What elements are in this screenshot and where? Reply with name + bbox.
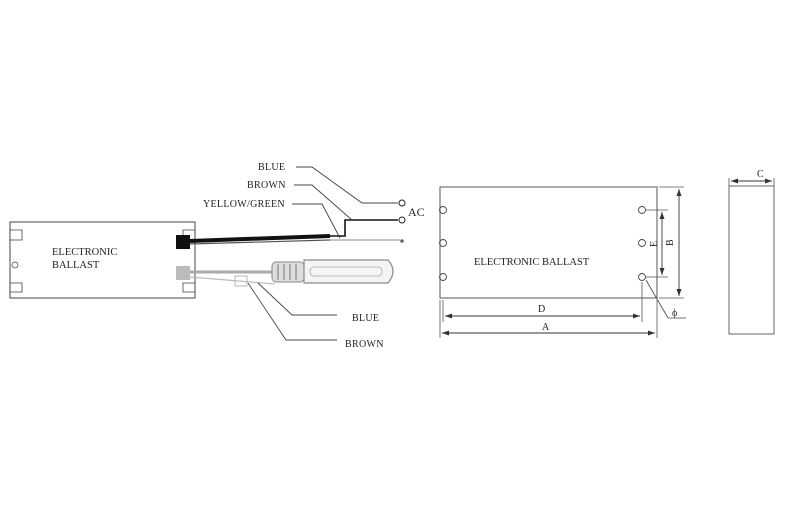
front-hole-right-top <box>638 206 646 214</box>
wire-to-ac-terminal <box>330 219 398 237</box>
ac-terminal-2 <box>398 216 406 224</box>
leader-lamp-blue <box>257 282 337 316</box>
front-hole-right-bottom <box>638 273 646 281</box>
front-view-ballast-label: ELECTRONIC BALLAST <box>474 257 590 268</box>
dim-label-D: D <box>538 304 545 315</box>
front-hole-right-mid <box>638 239 646 247</box>
front-hole-left-bottom <box>439 273 447 281</box>
front-hole-left-mid <box>439 239 447 247</box>
black-cable <box>189 234 331 243</box>
lamp-wire-label-blue: BLUE <box>352 313 379 324</box>
lamp-base <box>271 261 305 283</box>
front-view-outline <box>439 186 658 299</box>
ac-terminals: AC <box>398 199 425 243</box>
leader-lamp-brown <box>247 282 337 341</box>
wire-label-yellow-green: YELLOW/GREEN <box>203 199 285 210</box>
input-wire-grommet <box>176 235 190 249</box>
lamp <box>271 259 394 284</box>
front-hole-left-top <box>439 206 447 214</box>
leader-blue <box>296 166 398 204</box>
ballast-body: ELECTRONIC BALLAST <box>9 221 196 299</box>
mounting-hole-left <box>11 261 19 269</box>
dim-label-B: B <box>665 239 676 246</box>
wiring-diagram: ELECTRONIC BALLAST AC BLUE BROWN YELLOW/… <box>9 162 425 350</box>
wire-label-brown: BROWN <box>247 180 286 191</box>
side-view-outline <box>728 185 775 335</box>
lamp-wire-label-brown: BROWN <box>345 339 384 350</box>
ac-terminal-1 <box>398 199 406 207</box>
ac-label: AC <box>408 205 425 219</box>
lamp-output-wires <box>176 266 280 287</box>
hole-diameter-leader <box>645 279 669 319</box>
input-wire-labels: BLUE BROWN YELLOW/GREEN <box>203 162 398 239</box>
input-wire-bundle <box>176 219 400 249</box>
dim-label-E: E <box>649 241 660 247</box>
dim-label-A: A <box>542 322 550 333</box>
lamp-wire-labels: BLUE BROWN <box>247 282 384 350</box>
dim-label-C: C <box>757 169 764 180</box>
lamp-tube <box>303 259 394 284</box>
output-wire-grommet <box>176 266 190 280</box>
ballast-label-line2: BALLAST <box>52 260 100 271</box>
leader-brown <box>294 184 353 221</box>
dim-label-phi: ϕ <box>672 308 677 319</box>
wire-label-blue: BLUE <box>258 162 285 173</box>
dimension-front-view: ELECTRONIC BALLAST D A E B ϕ <box>439 186 686 338</box>
ballast-label-line1: ELECTRONIC <box>52 247 117 258</box>
dimension-side-view: C <box>728 169 775 335</box>
ac-terminal-earth <box>400 239 404 243</box>
leader-yellow-green <box>292 203 341 239</box>
lamp-arc-tube <box>309 266 383 277</box>
